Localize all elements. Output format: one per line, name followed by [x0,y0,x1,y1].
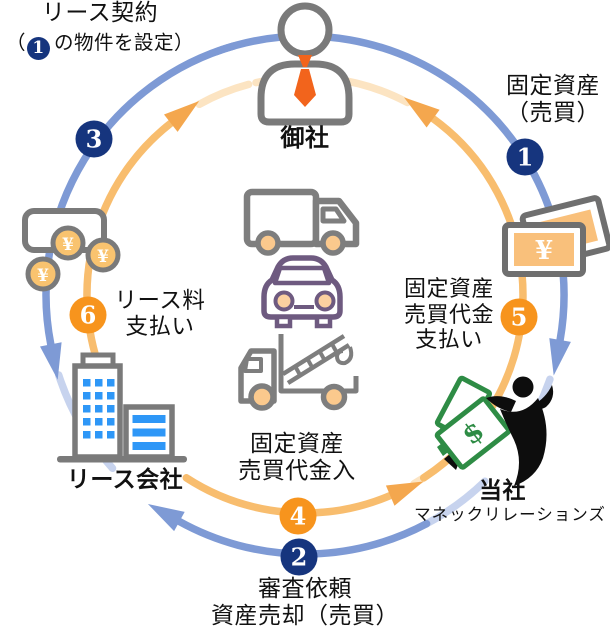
person-icon [257,2,353,126]
blue-arrowhead-step1 [549,338,571,376]
step-badge-3: 3 [75,120,113,158]
label-step5: 固定資産 売買代金 支払い [403,277,494,354]
yen-symbol: ¥ [62,235,74,255]
hook-icon [334,346,354,366]
step-badge-6: 6 [69,296,107,334]
coin-icon [50,225,86,261]
orange-arrowhead-step5 [404,97,440,128]
step1-ref-badge: 1 [27,36,50,60]
dollar-bill-icon: $ [434,396,512,470]
buildings-icon [57,352,187,463]
yen-symbol: ¥ [37,266,49,286]
step-badge-5: 5 [500,298,538,336]
blue-arc-fade-bottom [422,477,489,528]
step-badge-2: 2 [280,538,318,576]
orange-arrowhead-step6 [164,101,200,132]
label-step1: 固定資産 （売買） [506,73,600,126]
blue-arrowhead-step2 [147,504,185,532]
crane-truck-icon [238,334,359,411]
label-your-company: 御社 [280,123,330,152]
car-icon [261,255,343,329]
orange-arc-fade-topleft [195,80,253,109]
label-step2: 審査依頼 資産売却（売買） [211,576,399,629]
label-lease-company: リース会社 [66,466,184,493]
yen-symbol: ¥ [535,236,553,266]
label-step4: 固定資産 売買代金入 [238,431,356,484]
coin-icon [85,237,121,273]
yen-symbol: ¥ [97,247,109,267]
label-our-company-sub: マネックリレーションズ [414,505,606,524]
cash-payment-icon: ¥ ¥ ¥ [22,208,121,292]
label-step3-line1: リース契約 [41,0,159,26]
step-badge-4: 4 [279,497,317,535]
orange-arrowhead-step4 [385,481,424,506]
money-bills-icon: ¥ [502,195,610,277]
manec-logo-icon: $ [434,375,554,486]
label-step6: リース料 支払い [114,288,206,341]
step-badge-1: 1 [506,138,544,176]
label-our-company: 当社 [479,477,526,504]
building-stripes [132,415,166,450]
truck-icon [243,188,360,256]
coin-icon [25,256,61,292]
blue-arrowhead-step3 [40,342,62,380]
tie-icon [298,55,312,67]
building-windows [83,379,115,439]
